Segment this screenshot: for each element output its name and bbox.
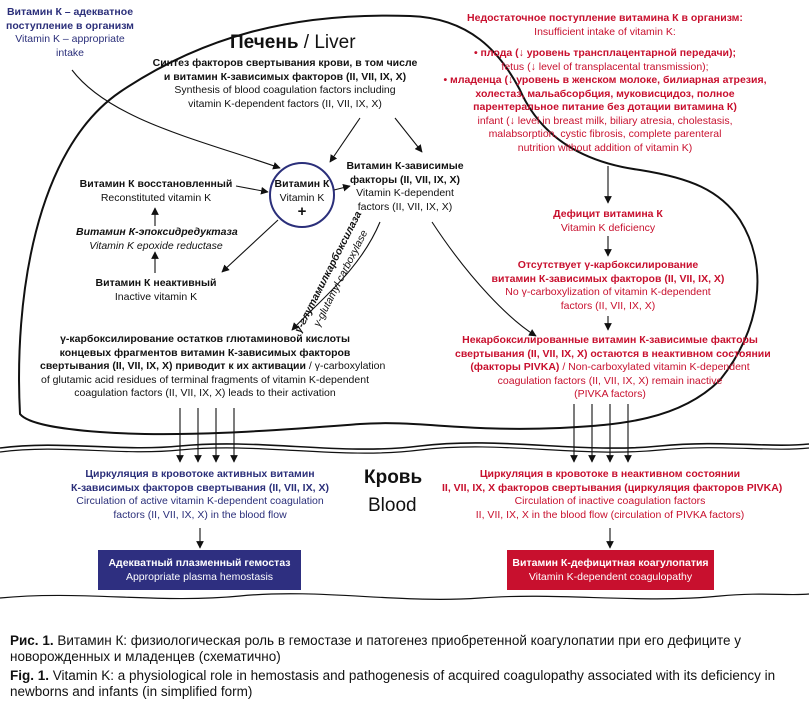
circulation-active: Циркуляция в кровотоке активных витамин …: [71, 468, 329, 521]
vitamin-k-center: Витамин К Vitamin K +: [274, 178, 330, 220]
vitamin-k-circle: [269, 162, 335, 228]
hemostasis-box: Адекватный плазменный гемостаз Appropria…: [98, 550, 301, 590]
arrow-circle-to-inactive: [221, 219, 279, 273]
arrow-reduced-to-circle: [235, 185, 269, 195]
carboxylation-text: γ-карбоксилирование остатков глютаминово…: [40, 333, 386, 399]
arrow-synthesis-left: [329, 117, 361, 163]
insufficient-title: Недостаточное поступление витамина К в о…: [467, 12, 743, 38]
synthesis-text: Синтез факторов свертывания крови, в том…: [152, 57, 418, 110]
coagulopathy-box: Витамин К-дефицитная коагулопатия Vitami…: [507, 550, 714, 590]
arrow-dependent-to-pivka: [431, 221, 537, 337]
inactive-vitamin-k: Витамин К неактивный Inactive vitamin K: [95, 277, 217, 303]
insufficient-list: • плода (↓ уровень трансплацентарной пер…: [443, 47, 767, 154]
blood-line-bottom: [0, 446, 809, 454]
liver-outline: [18, 14, 759, 436]
caption-ru: Рис. 1. Витамин К: физиологическая роль …: [10, 633, 742, 664]
blood-line-lower: [0, 593, 809, 600]
liver-title: Печень / Liver: [230, 32, 356, 53]
vitamin-k-deficit: Дефицит витамина К Vitamin K deficiency: [553, 208, 663, 234]
arrow-dependent-to-carbox: [291, 221, 381, 331]
diagram-lines: [0, 14, 809, 600]
intake-note: Витамин К – адекватное поступление в орг…: [6, 6, 134, 59]
blood-title-en: Blood: [368, 495, 417, 516]
diagram: Печень / Liver Витамин К – адекватное по…: [0, 6, 809, 600]
dependent-factors: Витамин К-зависимые факторы (II, VII, IX…: [346, 160, 464, 213]
blood-line-top: [0, 442, 809, 450]
arrow-circle-to-dependent: [333, 183, 351, 192]
epoxide-reductase: Витамин К-эпоксидредуктаза Vitamin K epo…: [76, 226, 238, 252]
arrow-synthesis-right: [394, 117, 423, 153]
caption-en: Fig. 1. Vitamin K: a physiological role …: [10, 668, 776, 699]
circulation-inactive: Циркуляция в кровотоке в неактивном сост…: [442, 468, 783, 521]
no-carboxylation: Отсутствует γ-карбоксилирование витамин …: [491, 259, 725, 312]
blood-title-ru: Кровь: [364, 467, 423, 488]
reduced-vitamin-k: Витамин К восстановленный Reconstituted …: [79, 178, 233, 204]
arrow-intake-to-circle: [71, 69, 281, 170]
pivka-factors: Некарбоксилированные витамин К-зависимые…: [455, 334, 771, 400]
